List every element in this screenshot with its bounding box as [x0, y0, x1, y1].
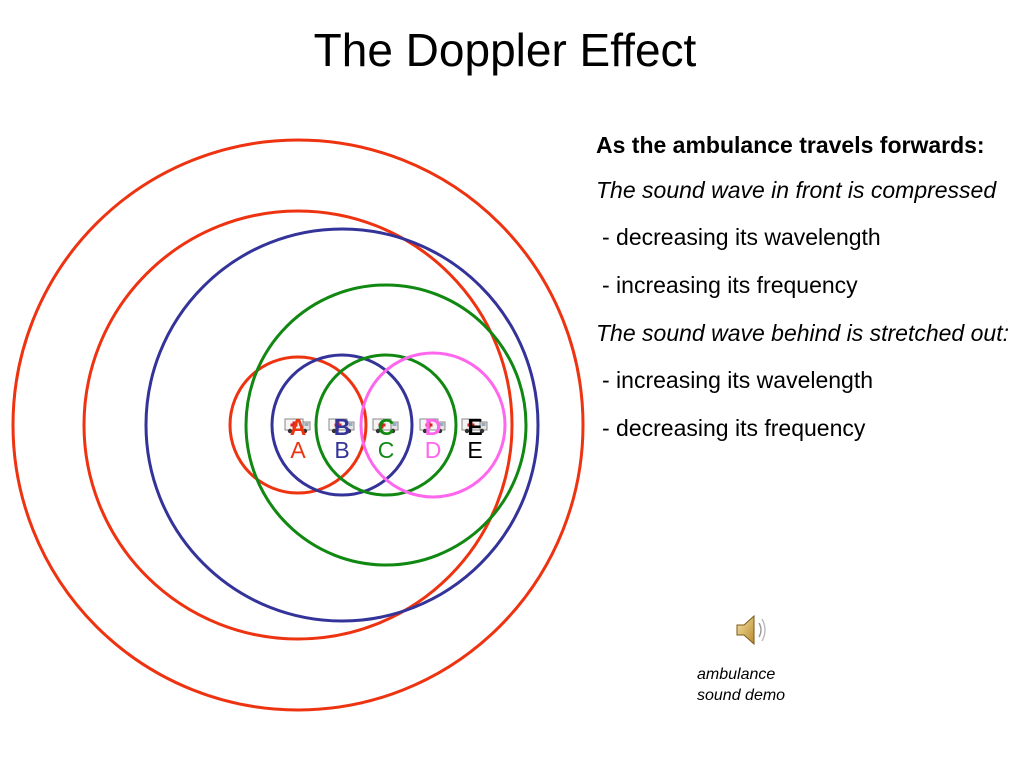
- ambulance-icon: [419, 418, 446, 434]
- source-label-e-top: E: [467, 414, 482, 440]
- source-label-b: B: [334, 437, 349, 463]
- source-label-e: E: [467, 437, 482, 463]
- slide-title: The Doppler Effect: [313, 24, 697, 76]
- front-point-frequency: - increasing its frequency: [602, 272, 858, 298]
- wavefront-d-1: [359, 351, 507, 499]
- source-label-b-top: B: [334, 414, 351, 440]
- source-label-d: D: [425, 437, 442, 463]
- wavefront-a-3: [11, 138, 585, 712]
- panel-heading: As the ambulance travels forwards:: [596, 132, 985, 158]
- behind-wave-note: The sound wave behind is stretched out:: [596, 320, 1009, 346]
- wavefront-c-1: [314, 353, 458, 497]
- speaker-icon[interactable]: [734, 612, 770, 648]
- source-label-c: C: [378, 437, 395, 463]
- ambulance-icon: [284, 418, 311, 434]
- front-point-wavelength: - decreasing its wavelength: [602, 224, 881, 250]
- behind-point-frequency: - decreasing its frequency: [602, 415, 866, 441]
- wavefront-b-2: [144, 227, 540, 623]
- sound-demo-caption[interactable]: ambulance sound demo: [697, 664, 785, 706]
- wavefront-a-2: [82, 209, 514, 641]
- wavefront-a-1: [228, 355, 368, 495]
- explanation-panel: As the ambulance travels forwards: The s…: [596, 130, 1016, 461]
- behind-point-wavelength: - increasing its wavelength: [602, 367, 874, 393]
- wavefront-b-1: [270, 353, 414, 497]
- caption-line-1: ambulance: [697, 666, 776, 683]
- wavefront-c-2: [244, 283, 528, 567]
- caption-line-2: sound demo: [697, 687, 786, 704]
- source-label-a: A: [290, 437, 306, 463]
- ambulance-icon: [372, 418, 399, 434]
- ambulance-icon: [328, 418, 355, 434]
- front-wave-note: The sound wave in front is compressed: [596, 177, 997, 203]
- ambulance-icon: [461, 418, 488, 434]
- source-label-a-top: A: [290, 414, 307, 440]
- source-label-d-top: D: [425, 414, 442, 440]
- source-label-c-top: C: [378, 414, 395, 440]
